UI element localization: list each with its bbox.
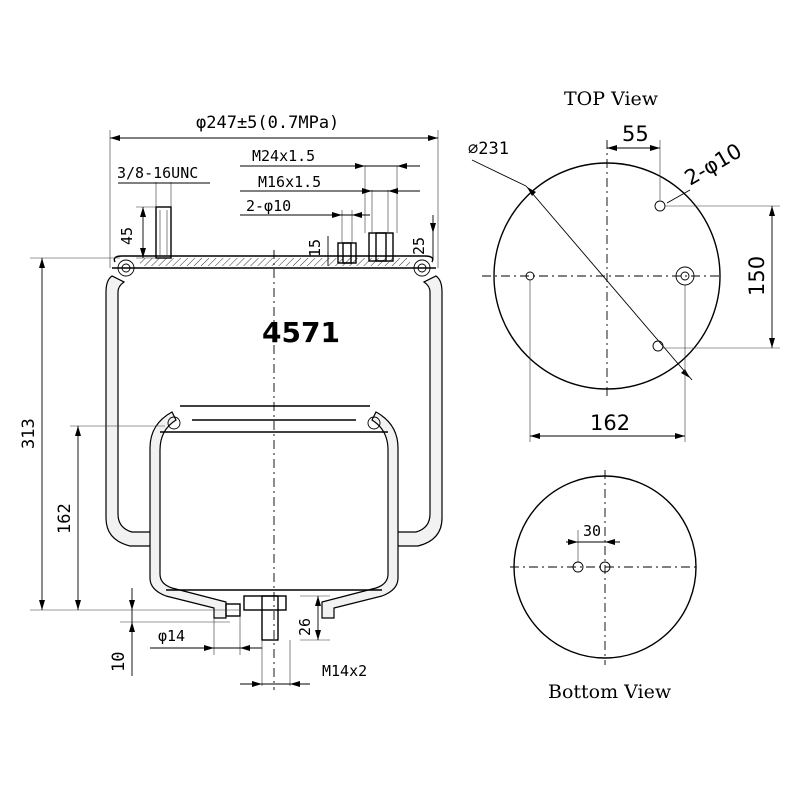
dim-air-fitting-inner: M16x1.5 <box>258 173 321 191</box>
top-dim-holes: 2-φ10 <box>681 139 746 191</box>
dim-mount-holes: 2-φ10 <box>246 197 291 215</box>
top-dim-horizontal: 162 <box>590 411 630 435</box>
air-fitting <box>368 232 394 262</box>
piston <box>149 405 399 619</box>
top-dim-vertical: 150 <box>745 256 769 296</box>
bottom-dim-spacing: 30 <box>583 522 601 540</box>
dim-fitting-height: 15 <box>306 239 324 257</box>
dim-bottom-offset: 10 <box>109 652 129 672</box>
top-dim-offset: 55 <box>622 122 649 146</box>
bottom-view-title: Bottom View <box>548 681 672 703</box>
dim-fitting-top: 25 <box>410 237 428 255</box>
dim-bottom-thread: M14x2 <box>322 662 367 680</box>
dim-stud-height: 45 <box>118 227 136 245</box>
bottom-view: 30 Bottom View <box>510 470 700 703</box>
dim-total-height: 313 <box>19 418 39 449</box>
extension-lines <box>30 130 439 686</box>
side-view: 4571 <box>19 113 443 690</box>
dim-bottom-diameter: φ14 <box>158 627 185 645</box>
top-dim-diameter: ⌀231 <box>468 139 509 159</box>
bottom-hole-right <box>599 561 611 573</box>
dim-air-fitting-outer: M24x1.5 <box>252 147 315 165</box>
top-stud <box>155 206 172 259</box>
dimension-lines <box>39 135 438 687</box>
top-view-title: TOP View <box>564 88 659 110</box>
top-hole-top <box>654 200 666 212</box>
dim-outer-diameter: φ247±5(0.7MPa) <box>196 113 339 133</box>
part-number: 4571 <box>262 316 340 349</box>
dim-top-thread: 3/8-16UNC <box>117 164 198 182</box>
top-view: TOP View ⌀231 55 2-φ10 150 <box>468 88 780 442</box>
dim-piston-height: 162 <box>55 503 75 534</box>
mount-hole <box>337 242 357 264</box>
dim-bottom-thread-depth: 26 <box>296 618 314 636</box>
top-hole-bottom <box>652 340 664 352</box>
bottom-thread <box>225 595 287 641</box>
